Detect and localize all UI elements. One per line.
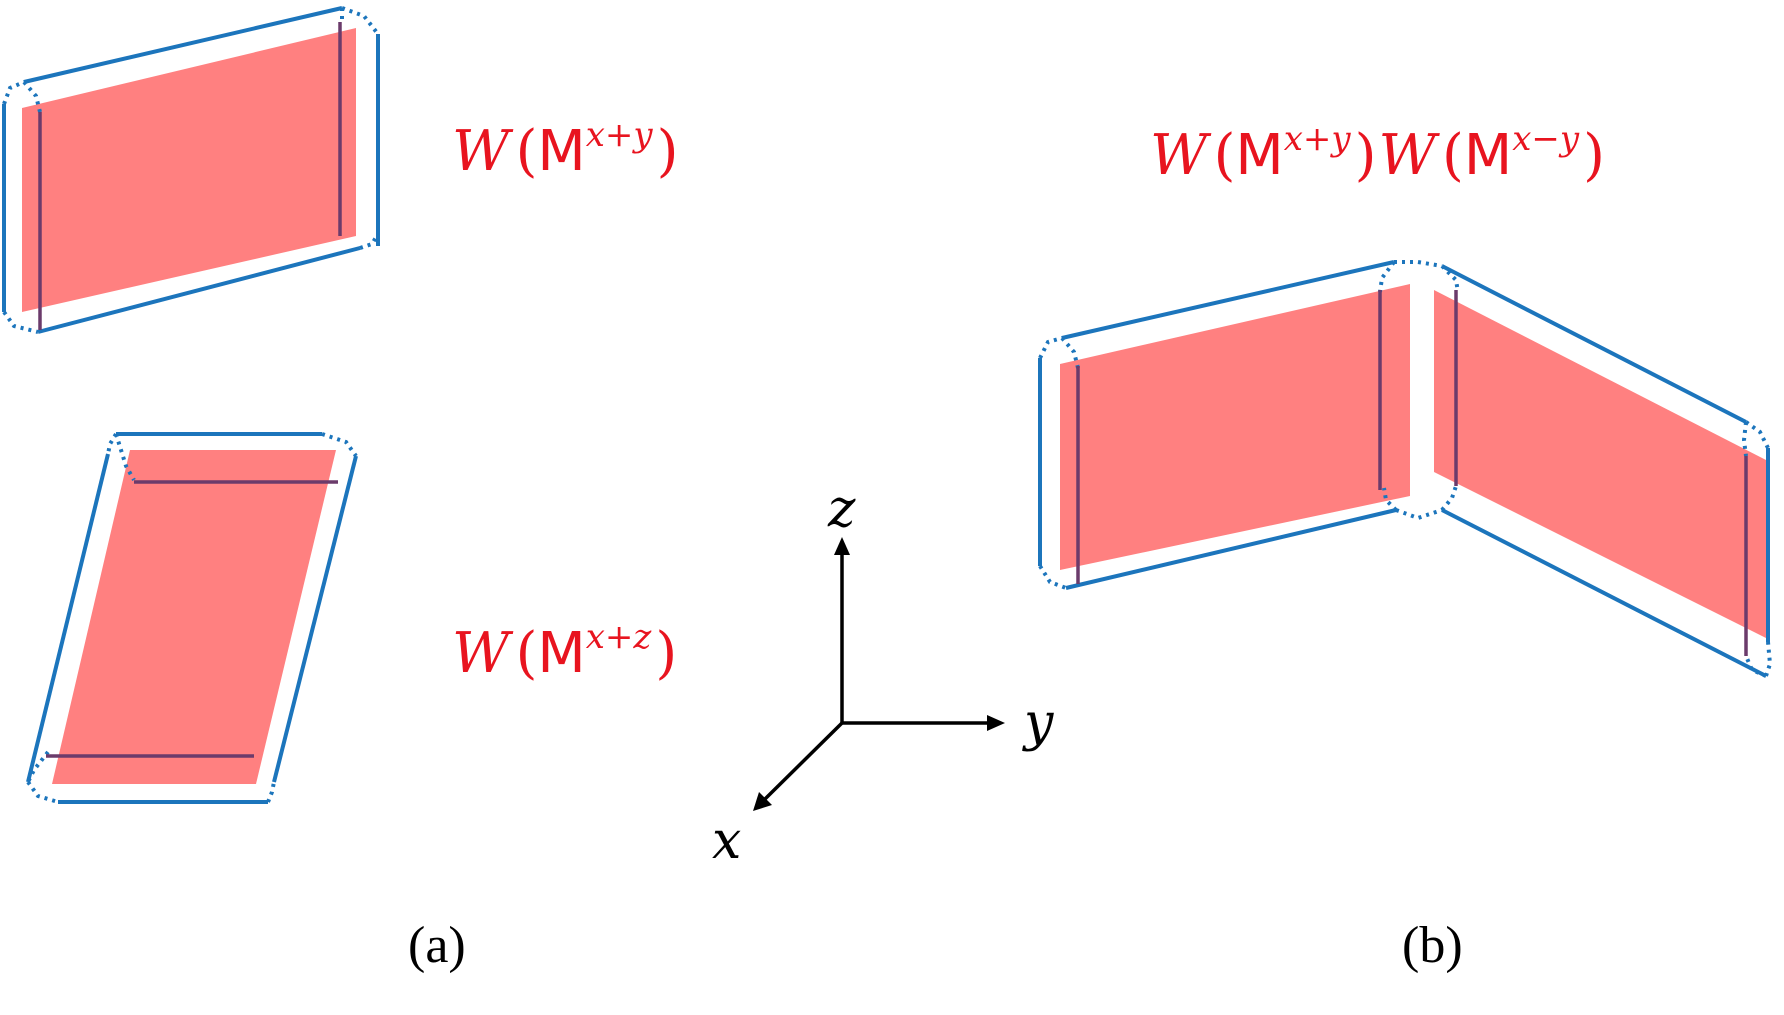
membrane-product-sheet-left <box>1060 284 1410 570</box>
axis-x-label: x <box>712 811 741 871</box>
membrane-xz-frame <box>26 432 358 804</box>
membrane-product <box>1038 260 1773 678</box>
membrane-xz-bottom <box>26 432 358 804</box>
membrane-xy-sheet <box>22 28 356 312</box>
axis-z-label: z <box>827 479 856 539</box>
axis-x-line <box>762 721 844 802</box>
panel-label-b: (b) <box>1402 917 1463 974</box>
coordinate-axes: z y x <box>712 479 1054 871</box>
membrane-product-frame <box>1038 260 1773 678</box>
axis-y-arrowhead <box>987 715 1005 731</box>
axis-x-arrowhead <box>753 792 772 811</box>
membrane-xz-sheet <box>52 450 336 784</box>
axis-y-label: y <box>1022 693 1054 753</box>
label-membrane-product: W(Mx+y)W(Mx−y) <box>1150 119 1605 188</box>
membrane-xy-top <box>2 6 380 334</box>
label-membrane-xy: W(Mx+y) <box>452 115 678 184</box>
membrane-product-sheet-right <box>1434 290 1766 638</box>
label-membrane-xz: W(Mx+z) <box>452 617 677 686</box>
membrane-xy-frame <box>2 6 380 334</box>
panel-label-a: (a) <box>408 917 466 974</box>
axis-z-arrowhead <box>834 537 850 555</box>
